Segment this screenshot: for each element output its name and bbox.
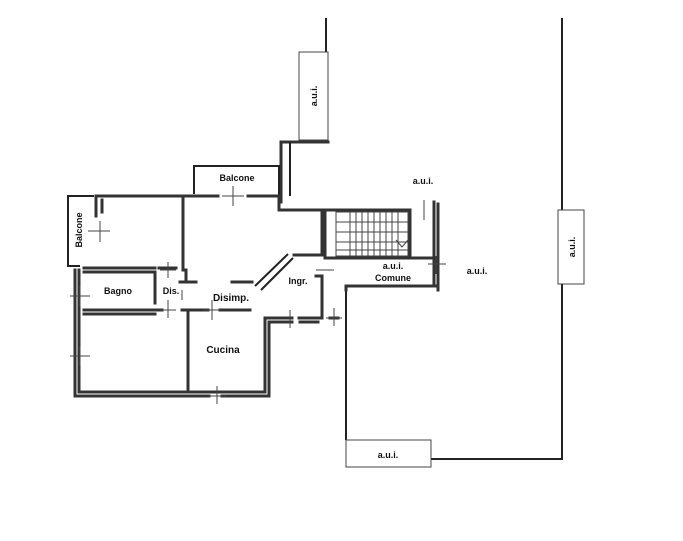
cucina-label: Cucina bbox=[206, 345, 240, 356]
balcony-left: Balcone bbox=[67, 195, 110, 267]
aui-right-strip-label: a.u.i. bbox=[567, 237, 577, 258]
ingr-label: Ingr. bbox=[288, 276, 307, 286]
aui-stair-label: a.u.i. bbox=[413, 176, 434, 186]
disimp-label: Disimp. bbox=[213, 293, 249, 304]
aui-bottom-label: a.u.i. bbox=[378, 450, 399, 460]
staircase bbox=[316, 200, 446, 292]
right-boundary: a.u.i. bbox=[430, 18, 585, 460]
comune-label: Comune bbox=[375, 273, 411, 283]
aui-top-label: a.u.i. bbox=[309, 86, 319, 107]
balcone-left-label: Balcone bbox=[74, 212, 84, 247]
aui-stair-landing-label: a.u.i. bbox=[383, 261, 404, 271]
balcony-top: Balcone bbox=[193, 165, 280, 206]
balcone-top-label: Balcone bbox=[219, 173, 254, 183]
room-labels: a.u.i. a.u.i. Comune a.u.i. Bagno Dis. D… bbox=[104, 176, 487, 356]
aui-top-area: a.u.i. bbox=[279, 18, 330, 204]
apartment-walls bbox=[73, 194, 346, 398]
dis-label: Dis. bbox=[163, 286, 180, 296]
bagno-label: Bagno bbox=[104, 286, 133, 296]
opening-marks bbox=[70, 262, 342, 404]
aui-right-label: a.u.i. bbox=[467, 266, 488, 276]
stair-treads bbox=[336, 212, 408, 256]
aui-bottom-area: a.u.i. bbox=[344, 284, 440, 468]
